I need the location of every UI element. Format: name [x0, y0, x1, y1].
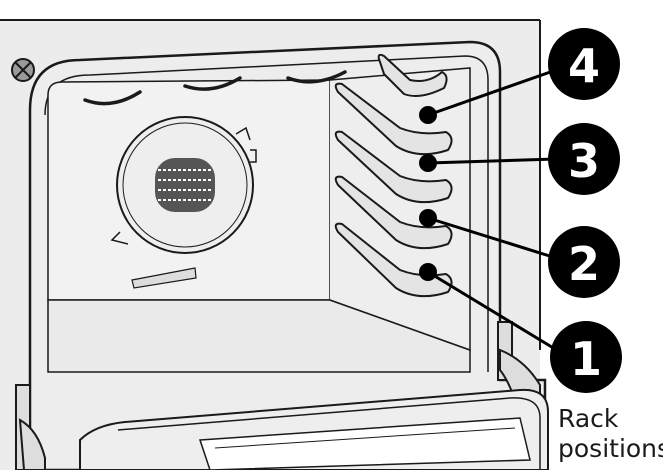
- door-hinges: [15, 321, 541, 470]
- oven-door: [79, 388, 549, 470]
- screw-icon: [11, 58, 35, 82]
- back-wall-bracket: [131, 267, 197, 289]
- rack-support-4: [377, 53, 448, 97]
- badge-2: 2: [548, 226, 620, 298]
- leader-4: [426, 68, 558, 117]
- leader-dots: [419, 106, 437, 281]
- badge-3: 3: [548, 123, 620, 195]
- badge-4: 4: [548, 28, 620, 100]
- door-window: [198, 417, 531, 470]
- caption-line-2: positions: [558, 434, 663, 463]
- top-element-clips: [83, 70, 347, 106]
- side-wall-edge: [329, 67, 471, 352]
- badge-1: 1: [550, 321, 622, 393]
- fan-cover-icon: [110, 116, 257, 254]
- caption-line-1: Rack: [558, 404, 619, 433]
- leader-3: [426, 157, 558, 165]
- rack-support-3: [334, 130, 453, 204]
- rack-support-2: [334, 175, 453, 250]
- cavity-floor: [47, 299, 471, 373]
- badge-4-label: 4: [568, 39, 600, 93]
- leader-2: [426, 216, 558, 260]
- badge-3-label: 3: [568, 134, 600, 188]
- rack-positions-caption: Rack positions: [558, 404, 663, 464]
- leader-1: [426, 270, 562, 354]
- badge-2-label: 2: [568, 237, 600, 291]
- badge-1-label: 1: [570, 332, 602, 386]
- callout-leaders: [426, 68, 562, 354]
